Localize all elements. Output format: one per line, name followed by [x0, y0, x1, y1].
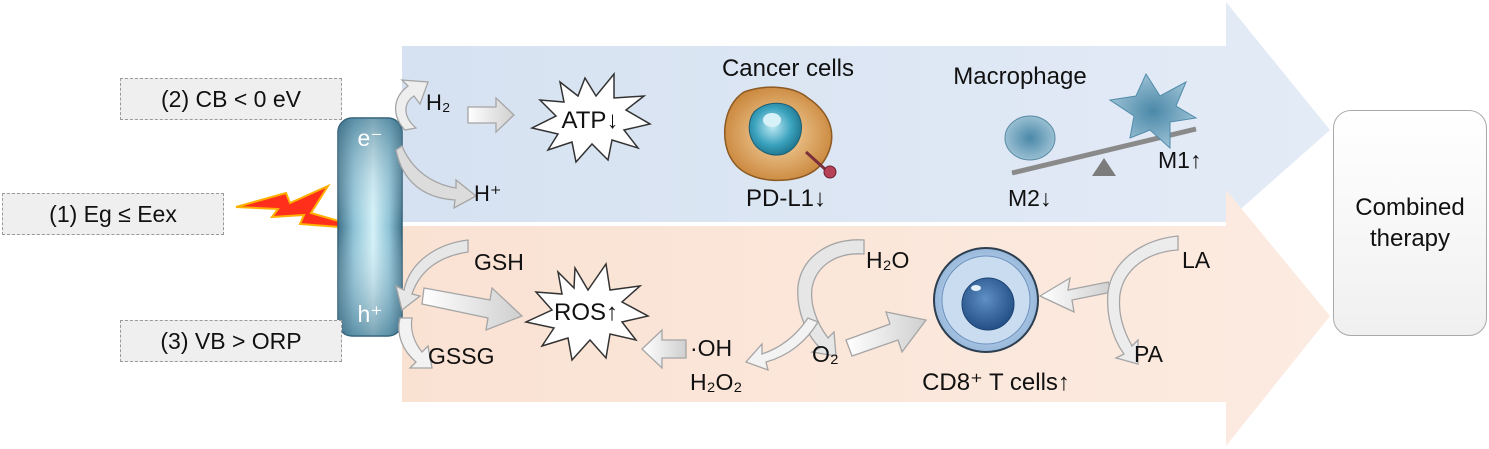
- hplus-label: H⁺: [474, 181, 502, 206]
- combined-therapy-line1: Combined: [1355, 194, 1465, 221]
- cd8-label: CD8⁺ T cells↑: [922, 369, 1070, 396]
- atp-burst: [529, 71, 653, 164]
- oh-label: ·OH: [690, 335, 732, 361]
- curved-arrow-hole-gssg: [398, 317, 433, 369]
- curved-arrow-electron-h2: [394, 79, 429, 131]
- m1-label: M1↑: [1158, 147, 1201, 173]
- arrow-gsh-to-ros: [421, 286, 524, 332]
- gsh-label: GSH: [474, 249, 524, 275]
- macrophage-balance: [1004, 72, 1198, 176]
- arrow-o2-to-cd8: [845, 311, 928, 357]
- h2o2-label: H₂O₂: [690, 369, 742, 395]
- combined-therapy-line2: therapy: [1369, 225, 1451, 252]
- top-band-arrow: [402, 2, 1330, 222]
- macrophage-title: Macrophage: [953, 63, 1086, 90]
- curved-arrow-hplus-return: [395, 145, 478, 210]
- electron-label: e⁻: [358, 125, 383, 151]
- curved-arrow-gsh-hole: [395, 239, 469, 312]
- condition-vb-box: (3) VB > ORP: [120, 320, 342, 362]
- photocatalyst-electrode: [337, 117, 403, 337]
- bottom-band-arrow: [402, 190, 1330, 446]
- m2-label: M2↓: [1008, 185, 1051, 211]
- cancer-cells-title: Cancer cells: [722, 55, 854, 82]
- condition-cb-box: (2) CB < 0 eV: [120, 78, 342, 120]
- cancer-cell-icon: [723, 86, 837, 182]
- arrow-la-to-cd8: [1038, 276, 1113, 314]
- curved-arrow-o2-h2o2: [744, 317, 819, 372]
- hole-label: h⁺: [358, 301, 383, 327]
- cd8-t-cell-icon: [933, 247, 1039, 353]
- h2o-label: H₂O: [866, 247, 909, 273]
- gssg-label: GSSG: [428, 343, 494, 369]
- arrow-h2-to-atp: [467, 96, 515, 134]
- atp-label: ATP↓: [562, 107, 619, 134]
- o2-label: O₂: [812, 341, 839, 367]
- arrow-oh-to-ros: [641, 328, 687, 370]
- curved-arrow-la-pa: [1106, 235, 1179, 365]
- la-label: LA: [1182, 247, 1211, 273]
- condition-eg-box: (1) Eg ≤ Eex: [2, 193, 224, 235]
- ros-burst: [523, 262, 651, 362]
- h2-label: H₂: [426, 90, 450, 115]
- pdl1-label: PD-L1↓: [746, 185, 826, 212]
- pa-label: PA: [1134, 341, 1164, 367]
- combined-therapy-box: Combined therapy: [1333, 110, 1487, 336]
- ros-label: ROS↑: [554, 299, 618, 326]
